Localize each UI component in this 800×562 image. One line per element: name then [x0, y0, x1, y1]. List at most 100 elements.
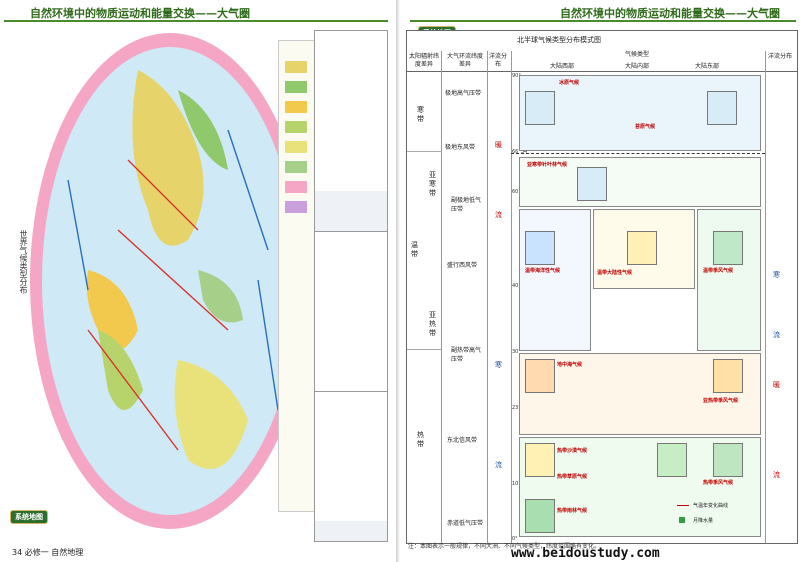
climate-tundra: 苔原气候	[635, 124, 656, 130]
left-system-map-badge: 系统地图	[10, 510, 48, 524]
current-left-1: 暖	[495, 141, 502, 149]
climate-temperate-monsoon: 温带季风气候	[703, 268, 734, 274]
col-middle: 大陆内部	[624, 63, 649, 70]
climate-rainforest: 热带雨林气候	[557, 508, 588, 514]
col-east: 大陆东部	[694, 63, 719, 70]
current-left-4: 流	[495, 461, 502, 469]
belt-subpolar-low: 副极地低气压带	[451, 197, 482, 213]
legend-swatch-1	[285, 61, 307, 73]
current-left-3: 寒	[495, 361, 502, 369]
lat-90: 90°	[512, 73, 521, 79]
belt-polar-easterlies: 极地东风带	[445, 144, 476, 151]
warm-current-arrows	[87, 159, 229, 451]
current-right-2: 流	[773, 331, 780, 339]
mini-chart-icecap	[525, 91, 555, 125]
right-page: 自然环境中的物质运动和能量交换——大气圈 系统地图 北半球气候类型分布模式图 太…	[400, 0, 800, 562]
map-title: 世界气候类型分布	[19, 230, 28, 294]
diagram-title: 北半球气候类型分布模式图	[517, 36, 601, 44]
continent-australia	[198, 270, 243, 323]
continent-asia-east	[178, 90, 228, 170]
mini-chart-taiga	[577, 167, 607, 201]
belt-equatorial-low: 赤道低气压带	[447, 520, 484, 527]
climate-savanna: 热带草原气候	[557, 474, 588, 480]
continent-africa	[86, 270, 138, 350]
panel-subarctic	[519, 157, 761, 207]
legend-rain-swatch	[679, 517, 685, 523]
table-divider-1	[315, 231, 387, 232]
lat-60: 60°	[512, 189, 521, 195]
legend-swatch-8	[285, 201, 307, 213]
mini-chart-tropical-monsoon	[713, 443, 743, 477]
col-line-3	[511, 51, 512, 543]
climate-mediterranean: 地中海气候	[557, 362, 583, 368]
diagram-footnote: 注：本图表示一般规律，不同大洲、不同气候类型，纬度范围略有变化。	[408, 543, 601, 550]
zone-subtropical: 亚热带	[429, 311, 436, 337]
mini-chart-marine	[525, 231, 555, 265]
lat-10: 10°	[512, 481, 521, 487]
col-climate-type: 气候类型	[624, 51, 649, 58]
lat-30: 30°	[512, 349, 521, 355]
col-current-left: 洋流分布	[489, 53, 508, 68]
zone-frigid: 寒带	[417, 106, 424, 123]
col-circulation: 大气环流纬度差异	[447, 53, 484, 68]
lat-0: 0°	[512, 536, 518, 542]
climate-continental: 温带大陆性气候	[597, 270, 633, 276]
lat-40: 40°	[512, 283, 521, 289]
current-right-1: 寒	[773, 271, 780, 279]
left-footer: 34 必修一 自然地理	[12, 548, 84, 557]
zone-sep-1	[407, 151, 441, 152]
zone-subfrigid: 亚寒带	[429, 171, 436, 197]
legend-swatch-2	[285, 81, 307, 93]
left-header-title: 自然环境中的物质运动和能量交换——大气圈	[30, 7, 250, 20]
legend-swatch-7	[285, 181, 307, 193]
lat-66: 66°34'	[512, 149, 529, 155]
left-page: 自然环境中的物质运动和能量交换——大气圈 世界气候类型分布 系统地图 34 必修…	[4, 7, 388, 557]
zone-tropical: 热带	[417, 431, 424, 448]
legend-swatch-5	[285, 141, 307, 153]
col-line-2	[487, 51, 488, 543]
cold-current-arrows	[67, 129, 279, 411]
col-radiation: 太阳辐射纬度差异	[409, 53, 440, 68]
mini-chart-mediterranean	[525, 359, 555, 393]
zone-sep-2	[407, 349, 441, 350]
current-right-4: 流	[773, 471, 780, 479]
current-left-2: 流	[495, 211, 502, 219]
climate-pattern-diagram: 北半球气候类型分布模式图 太阳辐射纬度差异 大气环流纬度差异 洋流分布 气候类型…	[406, 30, 798, 544]
legend-temp-label: 气温年变化曲线	[693, 503, 729, 509]
continent-america	[174, 360, 248, 469]
mini-chart-monsoon	[713, 231, 743, 265]
legend-temp-line	[677, 505, 689, 506]
belt-subtropical-high: 副热带高气压带	[451, 347, 482, 363]
table-shaded-block	[315, 191, 387, 231]
current-right-3: 暖	[773, 381, 780, 389]
climate-marine: 温带海洋性气候	[525, 268, 561, 274]
header-divider	[407, 71, 797, 72]
watermark: www.beidoustudy.com	[511, 546, 660, 561]
legend-swatch-3	[285, 101, 307, 113]
legend-swatch-4	[285, 121, 307, 133]
left-header-rule	[4, 20, 388, 22]
map-legend	[278, 40, 315, 512]
col-west: 大陆西部	[549, 63, 574, 70]
mini-chart-tundra	[707, 91, 737, 125]
continent-africa-south	[98, 330, 143, 410]
legend-swatch-6	[285, 161, 307, 173]
mini-chart-continental	[627, 231, 657, 265]
world-climate-map	[30, 33, 310, 529]
col-line-1	[441, 51, 442, 543]
mini-chart-rainforest	[525, 499, 555, 533]
belt-ne-trades: 东北信风带	[447, 437, 478, 444]
col-current-right: 洋流分布	[767, 53, 792, 60]
climate-taiga: 亚寒带针叶林气候	[527, 162, 568, 168]
right-header-rule	[410, 20, 796, 22]
climate-subtropical-monsoon: 亚热带季风气候	[703, 398, 739, 404]
arctic-circle-line	[511, 153, 765, 154]
climate-characteristics-table	[314, 30, 388, 542]
zone-temperate: 温带	[411, 241, 418, 258]
climate-icecap: 冰原气候	[559, 80, 580, 86]
belt-westerlies: 盛行西风带	[447, 262, 478, 269]
right-header-title: 自然环境中的物质运动和能量交换——大气圈	[560, 7, 780, 20]
belt-polar-high: 极地高气压带	[445, 90, 482, 97]
climate-tropical-monsoon: 热带季风气候	[703, 480, 734, 486]
mini-chart-subtropical-monsoon	[713, 359, 743, 393]
